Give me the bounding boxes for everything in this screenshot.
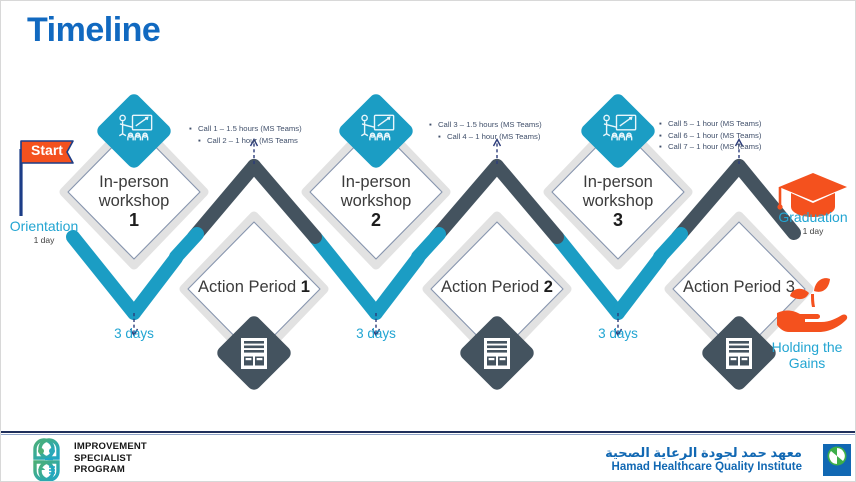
workshop-line2: workshop: [98, 192, 170, 210]
action-period-label-3: Action Period 3: [649, 278, 829, 297]
duration-label-3: 3 days: [598, 326, 638, 341]
workshop-label-3: In-person workshop 3: [543, 173, 693, 231]
presenter-whiteboard-icon: [602, 114, 637, 141]
action-period-label-1: Action Period 1: [164, 278, 344, 297]
call-line: ▪Call 3 – 1.5 hours (MS Teams): [429, 120, 542, 129]
presenter-whiteboard-icon: [360, 114, 395, 141]
duration-label-2: 3 days: [356, 326, 396, 341]
call-line: ▪Call 4 – 1 hour (MS Teams): [438, 131, 541, 141]
workshop-line1: In-person: [583, 173, 653, 191]
milestone-orientation: Orientation 1 day: [1, 218, 92, 245]
action-period-number: 3: [785, 278, 795, 296]
action-period-label-2: Action Period 2: [407, 278, 587, 297]
hamad-healthcare-quality-institute-logo: معهد حمد لجودة الرعاية الصحية Hamad Heal…: [605, 442, 841, 476]
isp-line1: IMPROVEMENT: [74, 441, 147, 452]
isp-logo-icon: [33, 438, 60, 481]
duration-label-1: 3 days: [114, 326, 154, 341]
workshop-number: 3: [612, 210, 623, 230]
hand-sprout-icon: [777, 278, 848, 332]
graduation-cap-icon: [777, 173, 847, 217]
workshop-diamonds: [67, 124, 685, 260]
action-period-diamonds: [187, 221, 806, 357]
milestone-graduation: Graduation 1 day: [765, 209, 855, 236]
timeline-ribbon: [66, 159, 801, 320]
call-line: ▪Call 5 – 1 hour (MS Teams): [659, 119, 762, 128]
improvement-specialist-program-logo: IMPROVEMENT SPECIALIST PROGRAM: [23, 441, 147, 476]
hhqi-logo-text: معهد حمد لجودة الرعاية الصحية Hamad Heal…: [605, 445, 802, 474]
presenter-whiteboard-icon: [118, 114, 153, 141]
footer-divider-thin: [1, 434, 855, 435]
workshop-icon-badge-2: [339, 94, 413, 168]
milestone-subtitle: 1 day: [802, 226, 824, 236]
workshop-icon-badges[interactable]: [94, 91, 657, 170]
action-period-text: Action Period: [441, 278, 540, 296]
workshop-icon-badge-3: [581, 94, 655, 168]
workshop-label-2: In-person workshop 2: [301, 173, 451, 231]
hhqi-arabic: معهد حمد لجودة الرعاية الصحية: [605, 444, 802, 460]
hhqi-english: Hamad Healthcare Quality Institute: [611, 460, 802, 473]
report-document-icon: [241, 338, 267, 369]
isp-logo-text: IMPROVEMENT SPECIALIST PROGRAM: [74, 441, 147, 476]
dashed-arrow-heads: [129, 138, 744, 337]
workshop-line2: workshop: [582, 192, 654, 210]
milestone-title-line2: Gains: [788, 355, 826, 371]
action-period-text: Action Period: [683, 278, 782, 296]
report-document-icon: [726, 338, 752, 369]
milestone-title: Orientation: [9, 218, 79, 234]
start-flag-icon: [19, 140, 74, 216]
action-period-text: Action Period: [198, 278, 297, 296]
call-line: ▪Call 2 – 1 hour (MS Teams: [198, 135, 298, 145]
hhqi-logo-icon: [823, 444, 851, 476]
workshop-icon-badge-1: [97, 94, 171, 168]
workshop-line1: In-person: [341, 173, 411, 191]
workshop-line1: In-person: [99, 173, 169, 191]
isp-line2: SPECIALIST: [74, 452, 132, 464]
workshop-label-1: In-person workshop 1: [59, 173, 209, 231]
call-group-1: ▪Call 1 – 1.5 hours (MS Teams) ▪Call 2 –…: [189, 123, 302, 146]
page-title: Timeline: [27, 11, 161, 49]
isp-line3: PROGRAM: [74, 464, 126, 475]
milestone-subtitle: 1 day: [33, 235, 55, 245]
report-icon-badges[interactable]: [214, 313, 778, 392]
milestone-title: Holding the: [771, 339, 843, 355]
call-line: ▪Call 1 – 1.5 hours (MS Teams): [189, 124, 302, 133]
workshop-number: 2: [370, 210, 381, 230]
call-group-2: ▪Call 3 – 1.5 hours (MS Teams) ▪Call 4 –…: [429, 119, 542, 142]
call-line: ▪Call 7 – 1 hour (MS Teams): [659, 142, 762, 151]
dashed-arrows: [133, 141, 740, 334]
report-document-icon: [484, 338, 510, 369]
milestone-title: Graduation: [778, 209, 848, 225]
action-period-number: 1: [300, 278, 310, 296]
workshop-diamond-2: [309, 124, 443, 260]
action-period-number: 2: [543, 278, 553, 296]
workshop-diamond-3: [551, 124, 685, 260]
footer-divider: [1, 431, 855, 433]
start-flag-label: Start: [31, 142, 63, 158]
workshop-number: 1: [128, 210, 139, 230]
call-group-3: ▪Call 5 – 1 hour (MS Teams) ▪Call 6 – 1 …: [659, 118, 761, 153]
report-icon-badge-2: [460, 316, 534, 390]
workshop-line2: workshop: [340, 192, 412, 210]
milestone-holding-the-gains: Holding the Gains: [757, 339, 855, 371]
call-line: ▪Call 6 – 1 hour (MS Teams): [659, 130, 762, 140]
workshop-shadow-diamonds: [59, 114, 693, 270]
workshop-diamond-1: [67, 124, 201, 260]
report-icon-badge-3: [702, 316, 776, 390]
report-icon-badge-1: [217, 316, 291, 390]
